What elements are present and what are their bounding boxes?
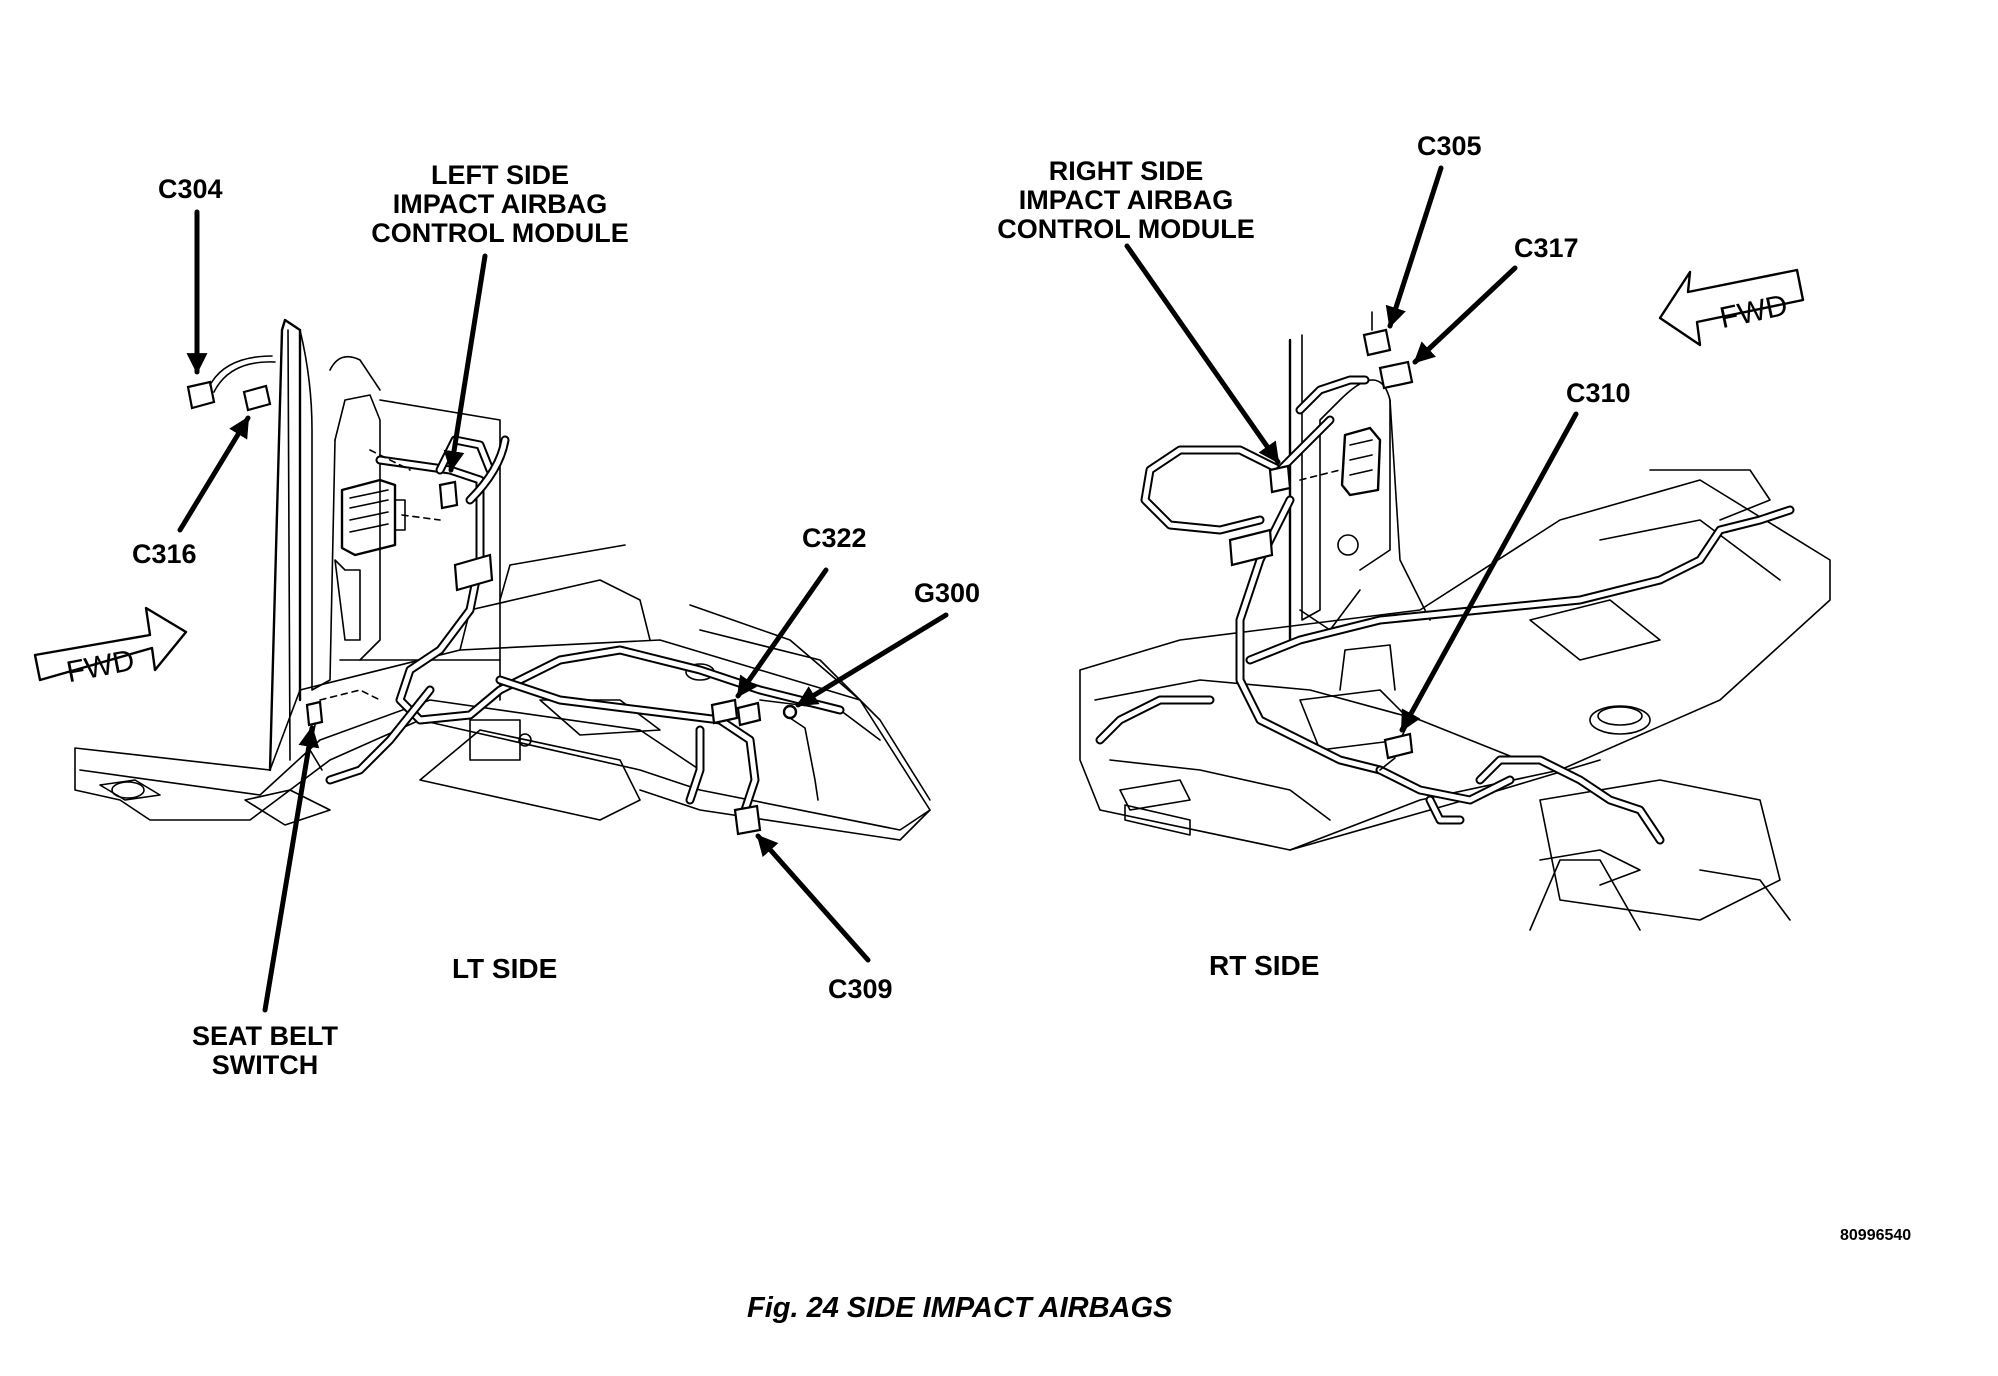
label-g300: G300 xyxy=(914,578,980,608)
label-right-module-line1: RIGHT SIDE xyxy=(1049,156,1204,186)
label-left-module-line3: CONTROL MODULE xyxy=(371,218,629,248)
right-fwd-label: FWD xyxy=(1717,289,1791,335)
right-fwd-arrow: FWD xyxy=(1658,268,1805,347)
left-view-illustration xyxy=(74,318,931,841)
right-leader-lines xyxy=(1124,165,1579,733)
label-left-module-line2: IMPACT AIRBAG xyxy=(393,189,607,219)
label-right-module-line3: CONTROL MODULE xyxy=(997,214,1255,244)
label-c304: C304 xyxy=(158,174,223,204)
label-c317: C317 xyxy=(1514,233,1579,263)
left-fwd-arrow: FWD xyxy=(33,606,188,689)
label-c305: C305 xyxy=(1417,131,1482,161)
left-labels: C304 LEFT SIDE IMPACT AIRBAG CONTROL MOD… xyxy=(132,160,980,1080)
label-c322: C322 xyxy=(802,523,867,553)
label-seat-belt-line1: SEAT BELT xyxy=(192,1021,339,1051)
left-fwd-label: FWD xyxy=(64,644,137,689)
figure-caption: Fig. 24 SIDE IMPACT AIRBAGS xyxy=(747,1292,1173,1324)
label-c316: C316 xyxy=(132,539,197,569)
figure-image-code: 80996540 xyxy=(1840,1227,1911,1244)
label-seat-belt-line2: SWITCH xyxy=(212,1050,318,1080)
label-left-module-line1: LEFT SIDE xyxy=(431,160,569,190)
right-view-illustration xyxy=(1079,311,1831,931)
label-right-module-line2: IMPACT AIRBAG xyxy=(1019,185,1233,215)
label-c310: C310 xyxy=(1566,378,1631,408)
right-labels: RIGHT SIDE IMPACT AIRBAG CONTROL MODULE … xyxy=(997,131,1630,981)
label-rt-side: RT SIDE xyxy=(1209,950,1319,981)
label-lt-side: LT SIDE xyxy=(452,953,557,984)
left-leader-lines xyxy=(177,209,949,1013)
label-c309: C309 xyxy=(828,974,893,1004)
